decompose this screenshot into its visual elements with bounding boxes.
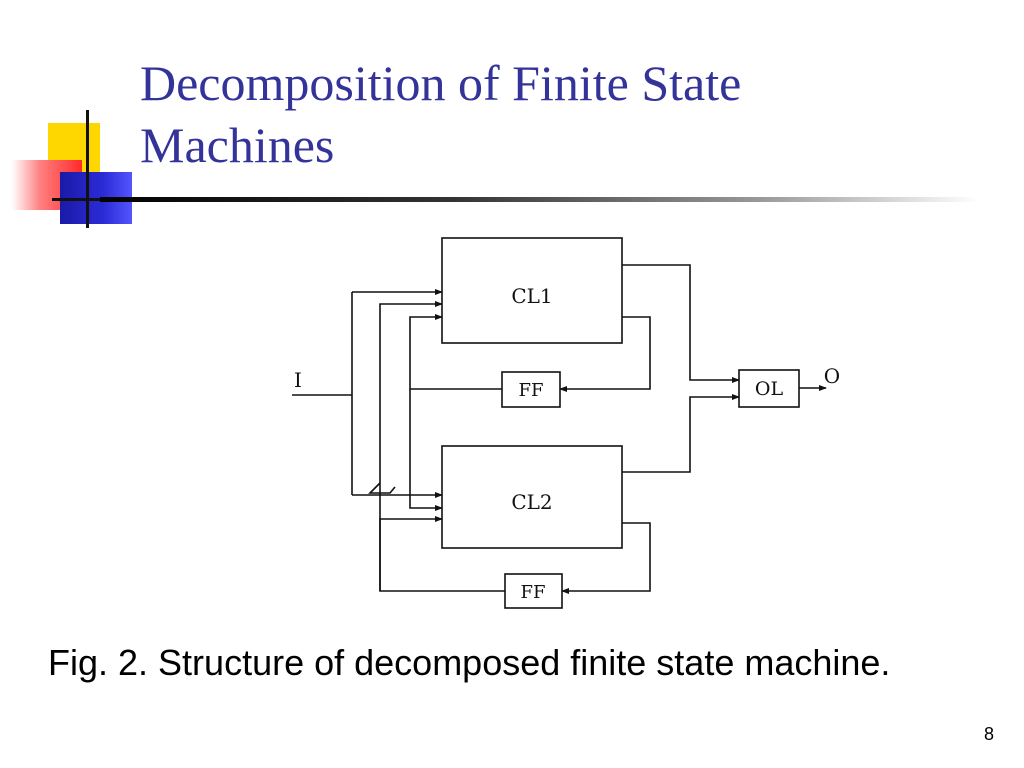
slide-title-line2: Machines [140, 117, 335, 173]
cl1-to-ff1-line [559, 316, 651, 392]
ol-label: OL [755, 378, 784, 400]
ff1-to-cl2-line [409, 389, 443, 511]
ff2-to-cl2-line [379, 516, 443, 591]
input-label: I [294, 368, 302, 392]
ff1-to-cl1-line [409, 314, 502, 390]
ff1-label: FF [519, 380, 544, 401]
page-number: 8 [983, 724, 994, 744]
slide-title: Decomposition of Finite State Machines [140, 52, 1000, 176]
figure-caption: Fig. 2. Structure of decomposed finite s… [48, 642, 891, 683]
cl2-to-ol-line [622, 394, 740, 473]
bus-crossing-mark [368, 482, 396, 494]
decoration-vertical-line [86, 110, 89, 228]
ff2-to-cl1-line [379, 301, 505, 592]
slide-title-line1: Decomposition of Finite State [140, 55, 742, 111]
output-label: O [824, 364, 840, 388]
cl2-to-ff2-line [561, 522, 651, 594]
title-underline [100, 197, 980, 202]
cl1-label: CL1 [511, 284, 552, 308]
cl1-to-ol-line [622, 264, 740, 383]
cl2-label: CL2 [511, 490, 552, 514]
fsm-decomposition-diagram: CL1 CL2 FF FF OL I O [292, 237, 840, 609]
ff2-label: FF [521, 582, 546, 603]
decoration-horizontal-line [52, 198, 138, 201]
